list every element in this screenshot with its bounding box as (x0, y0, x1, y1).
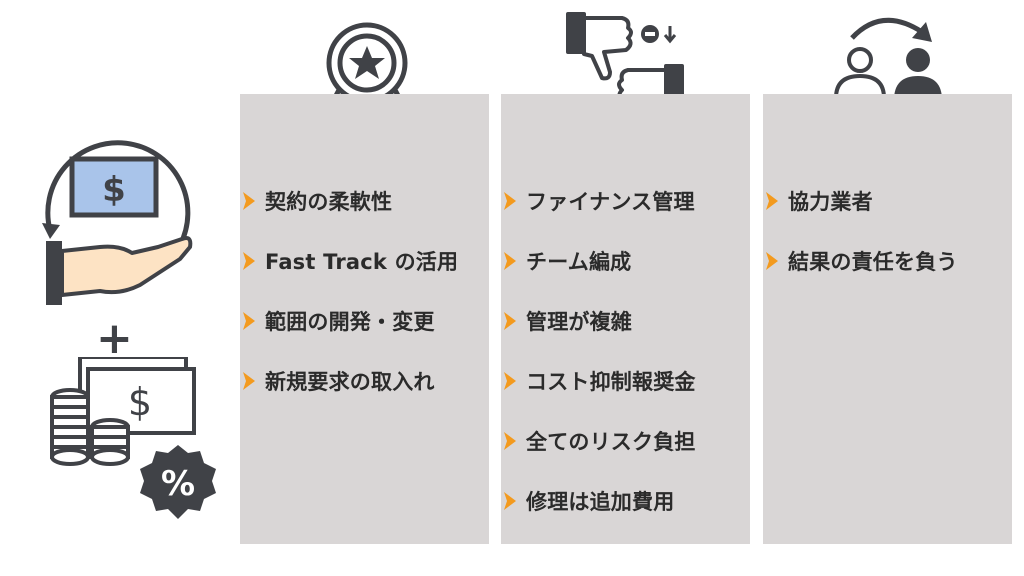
chevron-right-icon (504, 252, 516, 270)
list-item: Fast Track の活用 (240, 246, 489, 276)
left-graphic: $ + $ % (40, 135, 240, 535)
list-item: 管理が複雑 (501, 306, 750, 336)
column-panel-3: 協力業者 結果の責任を負う (763, 94, 1012, 544)
list-item: 協力業者 (763, 186, 1012, 216)
cash-dollar-symbol: $ (128, 380, 152, 424)
list-item: ファイナンス管理 (501, 186, 750, 216)
percent-symbol: % (161, 464, 195, 504)
column-panel-2: ファイナンス管理 チーム編成 管理が複雑 コスト抑制報奨金 全てのリスク負担 修… (501, 94, 750, 544)
chevron-right-icon (766, 252, 778, 270)
list-item: 新規要求の取入れ (240, 366, 489, 396)
chevron-right-icon (504, 432, 516, 450)
cash-coins-icon: $ (50, 357, 196, 466)
chevron-right-icon (243, 372, 255, 390)
chevron-right-icon (243, 312, 255, 330)
hand-money-cycle-icon: $ (42, 140, 193, 305)
chevron-right-icon (243, 192, 255, 210)
chevron-right-icon (504, 312, 516, 330)
percent-badge-icon: % (140, 445, 216, 519)
plus-icon: + (96, 313, 133, 364)
list-item: 契約の柔軟性 (240, 186, 489, 216)
chevron-right-icon (504, 492, 516, 510)
chevron-right-icon (504, 192, 516, 210)
list-item: 全てのリスク負担 (501, 426, 750, 456)
chevron-right-icon (504, 372, 516, 390)
list-item: 結果の責任を負う (763, 246, 1012, 276)
list-item: チーム編成 (501, 246, 750, 276)
dollar-symbol: $ (102, 170, 126, 210)
list-item: 修理は追加費用 (501, 486, 750, 516)
list-item: コスト抑制報奨金 (501, 366, 750, 396)
chevron-right-icon (243, 252, 255, 270)
column-panel-1: 契約の柔軟性 Fast Track の活用 範囲の開発・変更 新規要求の取入れ (240, 94, 489, 544)
chevron-right-icon (766, 192, 778, 210)
list-item: 範囲の開発・変更 (240, 306, 489, 336)
